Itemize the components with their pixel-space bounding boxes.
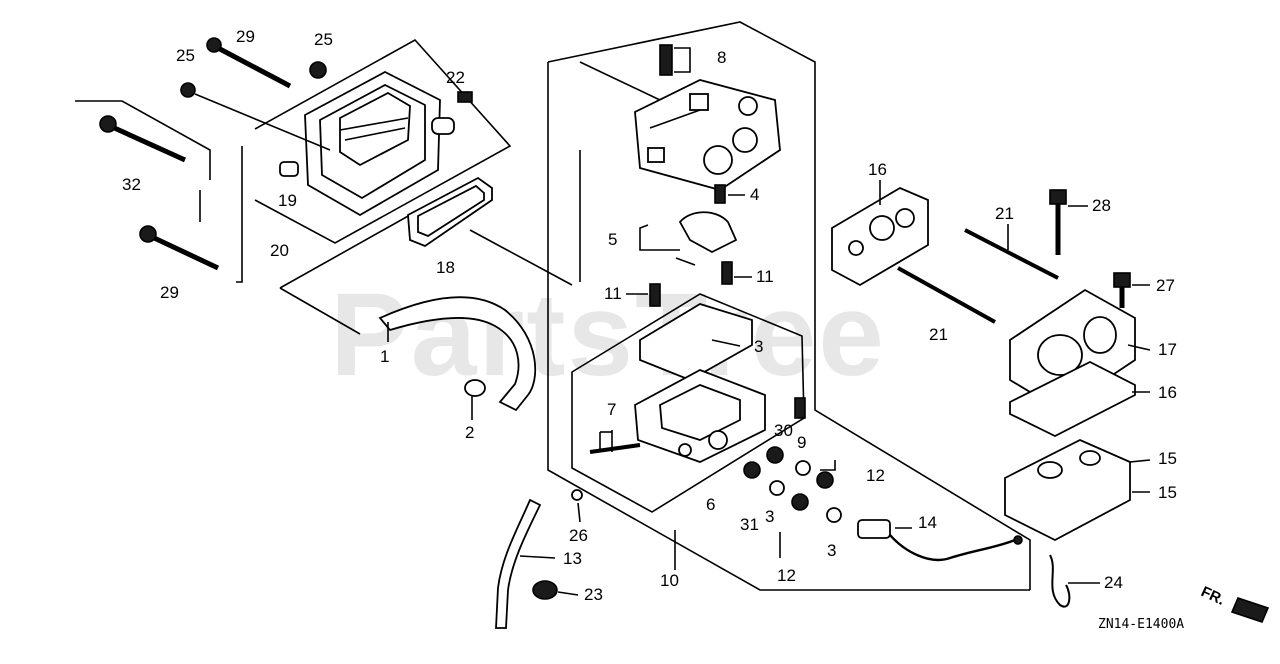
float-part xyxy=(675,211,738,266)
drain-screw-30 xyxy=(766,446,784,464)
tube-clip xyxy=(571,489,583,501)
carburetor-upper-body xyxy=(634,79,781,191)
hose-group xyxy=(378,296,583,629)
callout-12a: 12 xyxy=(866,466,885,485)
callout-3a: 3 xyxy=(754,337,763,356)
svg-text:FR.: FR. xyxy=(1198,583,1227,609)
callout-8: 8 xyxy=(717,48,726,67)
callout-15b: 15 xyxy=(1158,483,1177,502)
callout-29a: 29 xyxy=(236,27,255,46)
bolt-29-lower xyxy=(139,225,220,271)
callout-3c: 3 xyxy=(827,541,836,560)
gasket-3 xyxy=(639,303,753,381)
callout-14: 14 xyxy=(918,513,937,532)
screw-11-left xyxy=(649,283,661,307)
callout-9: 9 xyxy=(797,433,806,452)
pilot-screw-7 xyxy=(589,431,641,454)
callout-11a: 11 xyxy=(756,267,774,286)
bolt-12-lower xyxy=(791,493,809,511)
jet-9 xyxy=(794,397,806,419)
callout-32: 32 xyxy=(122,175,141,194)
callout-31: 31 xyxy=(740,515,759,534)
air-cleaner-group xyxy=(75,37,573,335)
bolt-32 xyxy=(99,115,187,163)
callout-5: 5 xyxy=(608,230,617,249)
callout-28: 28 xyxy=(1092,196,1111,215)
fuel-cut-solenoid xyxy=(857,519,1023,562)
stud-21-upper xyxy=(964,228,1059,280)
callout-26: 26 xyxy=(569,526,588,545)
callout-19: 19 xyxy=(278,191,297,210)
callout-27: 27 xyxy=(1156,276,1175,295)
gasket-16-lower xyxy=(1009,360,1136,438)
screw-8 xyxy=(659,44,673,76)
fuel-tube xyxy=(495,498,542,629)
callout-16a: 16 xyxy=(868,160,887,179)
callout-22: 22 xyxy=(446,68,465,87)
tube-clamp xyxy=(532,580,558,600)
callout-17: 17 xyxy=(1158,340,1177,359)
callout-21a: 21 xyxy=(995,204,1014,223)
washer-12-a xyxy=(795,460,811,476)
callout-23: 23 xyxy=(584,585,603,604)
callout-7: 7 xyxy=(607,400,616,419)
bolt-29-upper xyxy=(206,37,292,89)
callout-6: 6 xyxy=(706,495,715,514)
breather-hose xyxy=(378,296,537,412)
stud-21-lower xyxy=(897,266,996,324)
collar-part xyxy=(279,161,299,177)
callout-2: 2 xyxy=(465,423,474,442)
nut-25-right xyxy=(309,61,327,79)
callout-24: 24 xyxy=(1104,573,1123,592)
callout-10: 10 xyxy=(660,571,679,590)
callout-29b: 29 xyxy=(160,283,179,302)
callout-20: 20 xyxy=(270,241,289,260)
carburetor-group xyxy=(547,21,1031,591)
callout-11b: 11 xyxy=(604,284,622,303)
callout-21b: 21 xyxy=(929,325,948,344)
callout-13: 13 xyxy=(563,549,582,568)
callout-labels: 1 2 3 3 3 4 5 6 7 8 9 10 11 11 12 12 13 … xyxy=(122,27,1177,604)
callout-12b: 12 xyxy=(777,566,796,585)
gasket-16-upper xyxy=(831,186,929,287)
washer-3-a xyxy=(769,480,785,496)
bolt-12-upper xyxy=(816,471,834,489)
screw-11-right xyxy=(721,261,733,285)
nut-25-left xyxy=(180,82,196,98)
callout-1: 1 xyxy=(380,347,389,366)
jet-4 xyxy=(714,184,726,204)
clip-part xyxy=(457,91,473,103)
callout-3b: 3 xyxy=(765,507,774,526)
bolt-28 xyxy=(1049,189,1067,255)
insulator-15 xyxy=(1004,439,1131,542)
partstree-watermark: PartsTree xyxy=(330,269,886,401)
callout-leaders xyxy=(387,180,1151,596)
front-direction-marker: FR. xyxy=(1198,583,1270,623)
callout-4: 4 xyxy=(750,185,759,204)
callout-25a: 25 xyxy=(176,46,195,65)
hose-clamp xyxy=(464,379,486,397)
diagram-code: ZN14-E1400A xyxy=(1098,617,1184,632)
bolt-27 xyxy=(1113,272,1131,308)
callout-25b: 25 xyxy=(314,30,333,49)
float-bowl xyxy=(634,369,766,463)
insulator-group xyxy=(831,186,1136,608)
callout-16b: 16 xyxy=(1158,383,1177,402)
washer-3-b xyxy=(826,507,842,523)
callout-18: 18 xyxy=(436,258,455,277)
callout-15a: 15 xyxy=(1158,449,1177,468)
drain-screw-31 xyxy=(743,461,761,479)
air-cleaner-case xyxy=(304,70,455,217)
callout-30: 30 xyxy=(774,421,793,440)
cable-tie xyxy=(1049,554,1071,608)
